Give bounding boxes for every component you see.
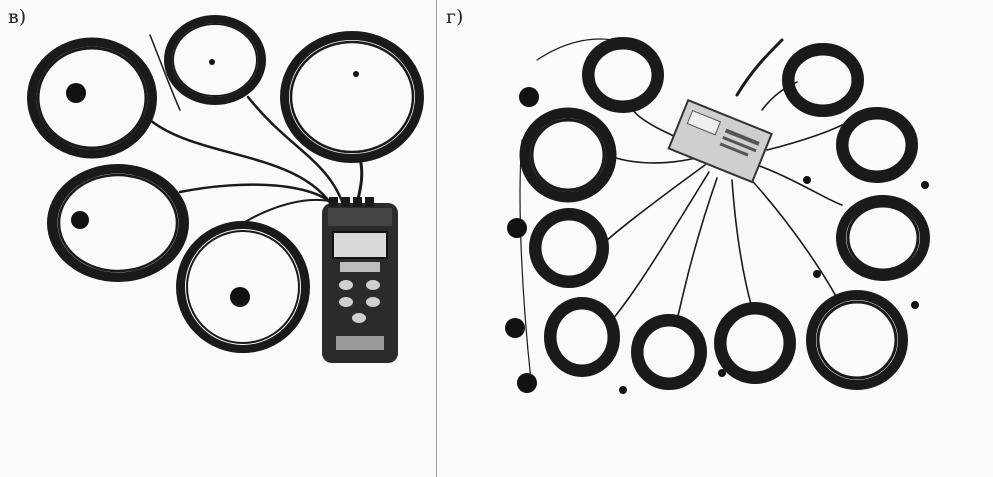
sensor-probe	[517, 373, 537, 393]
junction-box	[667, 98, 773, 184]
sensor-probes	[505, 87, 929, 394]
panel-g-illustration	[505, 37, 930, 394]
cable-coil	[519, 107, 617, 203]
panel-v: в)	[0, 0, 437, 477]
cable-coil	[164, 15, 266, 105]
cable-coil	[806, 290, 908, 390]
cable-coil	[714, 302, 796, 384]
cable-coil	[544, 297, 620, 377]
sensor-probe	[519, 87, 539, 107]
panel-v-illustration	[27, 15, 424, 363]
cable-coil	[631, 314, 707, 390]
sensor-probe	[66, 83, 86, 103]
sensor-probe	[230, 287, 250, 307]
sensor-probe	[507, 218, 527, 238]
cable-coil	[47, 164, 189, 282]
cable-coil	[836, 107, 918, 183]
handheld-meter	[322, 197, 398, 363]
cable-coil	[176, 221, 310, 353]
panel-g: г)	[437, 0, 993, 477]
cable-coil	[782, 43, 864, 117]
cable-coil	[27, 37, 157, 159]
sensor-probe	[505, 318, 525, 338]
panel-label-v: в)	[8, 6, 27, 28]
panel-label-g: г)	[446, 6, 464, 28]
sensor-probes	[66, 59, 359, 307]
cable-coil	[280, 31, 424, 163]
cable-coil	[582, 37, 664, 113]
cable-coil	[529, 208, 609, 288]
cable-coil	[836, 195, 930, 281]
sensor-probe	[71, 211, 89, 229]
